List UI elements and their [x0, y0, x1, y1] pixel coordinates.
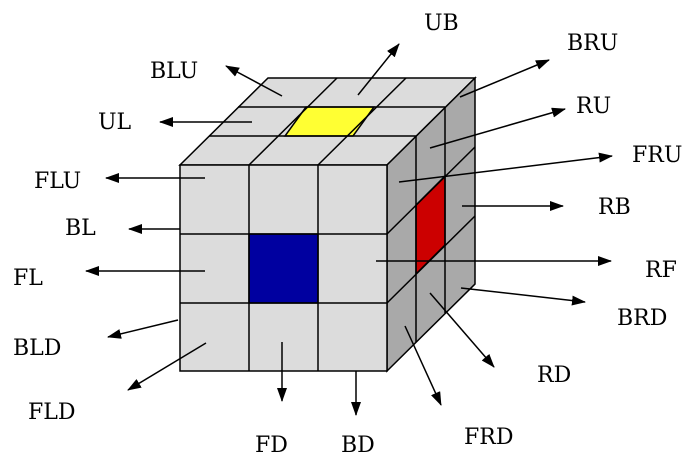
- label-blu: BLU: [150, 59, 198, 84]
- label-ub: UB: [424, 11, 459, 36]
- arrow-fru: [398, 152, 613, 183]
- right-face: [386, 76, 476, 373]
- front-center-sticker-blue: [248, 233, 319, 304]
- right-grid-line: [386, 215, 476, 304]
- label-rd: RD: [537, 363, 571, 388]
- arrow-rd: [429, 292, 495, 368]
- label-fl: FL: [13, 266, 43, 291]
- label-ru: RU: [576, 94, 611, 119]
- arrow-fld: [127, 342, 207, 391]
- top-grid-line: [248, 77, 338, 166]
- front-face: [179, 164, 388, 372]
- arrow-bru: [459, 59, 550, 98]
- label-fld: FLD: [28, 400, 76, 425]
- label-frd: FRD: [464, 425, 513, 450]
- arrow-frd: [404, 325, 442, 406]
- arrows: [85, 43, 613, 416]
- arrow-brd: [460, 287, 586, 306]
- label-rf: RF: [645, 258, 677, 283]
- labels: UB BRU BLU RU UL FRU FLU RB BL RF FL BRD…: [13, 11, 682, 458]
- label-bl: BL: [65, 216, 96, 241]
- label-bru: BRU: [567, 31, 618, 56]
- label-brd: BRD: [617, 306, 667, 331]
- arrow-blu: [225, 65, 283, 97]
- label-fru: FRU: [632, 143, 682, 168]
- label-ul: UL: [98, 110, 132, 135]
- arrow-ub: [357, 43, 400, 96]
- top-grid-line: [317, 77, 407, 166]
- arrow-bld: [107, 319, 179, 339]
- label-bd: BD: [341, 433, 375, 458]
- label-rb: RB: [598, 195, 631, 220]
- label-flu: FLU: [34, 169, 81, 194]
- arrow-ru: [429, 107, 566, 149]
- right-grid-line: [386, 146, 476, 235]
- label-bld: BLD: [13, 336, 61, 361]
- label-fd: FD: [255, 433, 288, 458]
